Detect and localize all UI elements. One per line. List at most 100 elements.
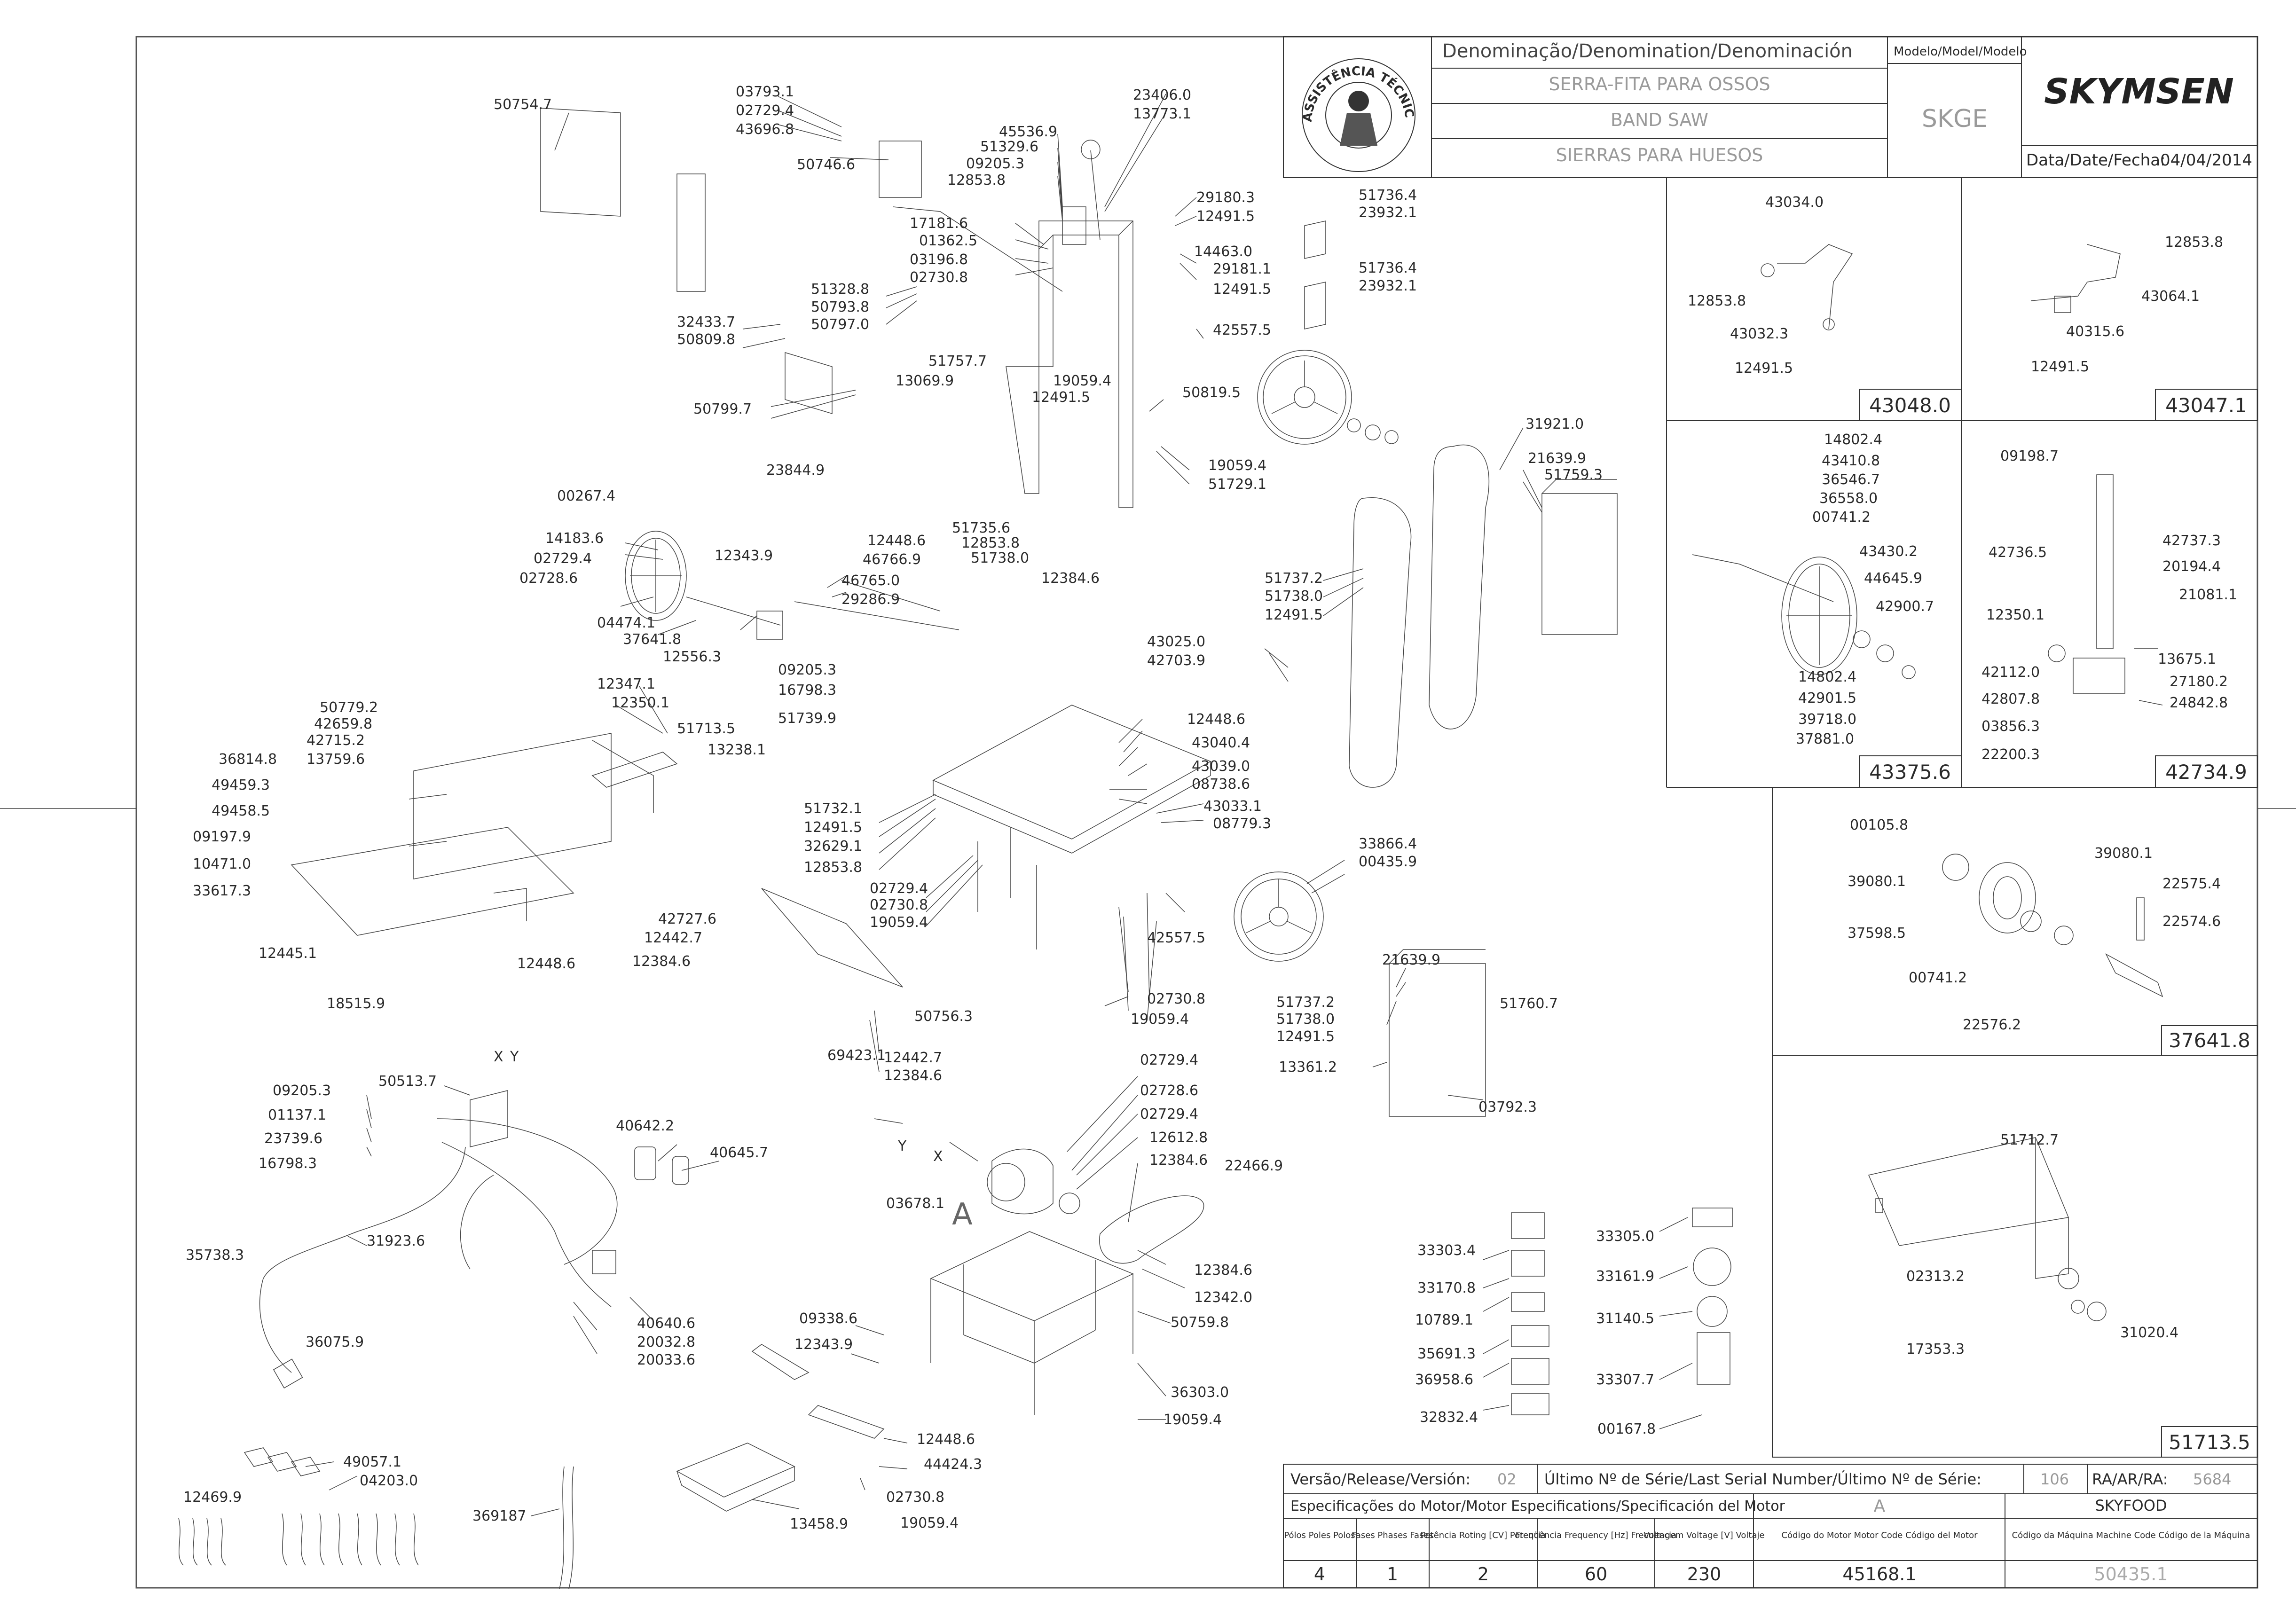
serial-label: Último Nº de Série/Last Serial Number/Úl… xyxy=(1544,1470,1981,1488)
part-number: 12350.1 xyxy=(611,695,669,711)
col-machine-code: Código da Máquina Machine Code Código de… xyxy=(2012,1530,2250,1540)
part-number: 50513.7 xyxy=(378,1073,437,1090)
part-number: 12384.6 xyxy=(632,953,691,970)
part-number: 12612.8 xyxy=(1149,1130,1208,1146)
part-number: 13675.1 xyxy=(2158,651,2216,667)
part-number: 12853.8 xyxy=(961,535,1020,551)
assembly-number: 42734.9 xyxy=(2165,761,2247,784)
part-number: 12442.7 xyxy=(644,930,702,946)
part-number: 22466.9 xyxy=(1225,1158,1283,1174)
part-number: 36303.0 xyxy=(1171,1384,1229,1401)
part-number: 02728.6 xyxy=(519,570,578,587)
power-value: 2 xyxy=(1478,1564,1489,1585)
part-number: 39080.1 xyxy=(2094,845,2153,862)
part-number: 51759.3 xyxy=(1544,467,1603,483)
part-number: 50793.8 xyxy=(811,299,869,315)
volt-value: 230 xyxy=(1687,1564,1722,1585)
part-number: 46766.9 xyxy=(863,551,921,568)
part-number: 51736.4 xyxy=(1359,260,1417,276)
part-number: 43039.0 xyxy=(1192,758,1250,775)
part-number: 12491.5 xyxy=(1032,389,1090,406)
motor-marker-letter: A xyxy=(952,1197,973,1232)
part-number: 51738.0 xyxy=(1276,1011,1335,1028)
part-number: 19059.4 xyxy=(1164,1412,1222,1428)
part-number: 19059.4 xyxy=(900,1515,959,1531)
part-number: 22200.3 xyxy=(1981,746,2040,763)
part-number: 33303.4 xyxy=(1417,1242,1476,1259)
freq-value: 60 xyxy=(1585,1564,1607,1585)
part-number: 35738.3 xyxy=(186,1247,244,1263)
part-number: 36558.0 xyxy=(1819,490,1878,507)
part-number: 12384.6 xyxy=(1194,1262,1252,1279)
part-number: 50754.7 xyxy=(494,96,552,113)
part-number: 12469.9 xyxy=(183,1489,242,1506)
part-number: 51737.2 xyxy=(1276,994,1335,1011)
sheet-border xyxy=(135,36,2258,1589)
part-number: 12442.7 xyxy=(884,1050,942,1066)
part-number: 02729.4 xyxy=(1140,1106,1198,1122)
part-number: 02730.8 xyxy=(1147,991,1205,1007)
part-number: 21081.1 xyxy=(2179,587,2237,603)
part-number: 24842.8 xyxy=(2170,695,2228,711)
wire-marker-x: X xyxy=(933,1148,943,1165)
part-number: 51712.7 xyxy=(2000,1132,2059,1148)
part-number: 45536.9 xyxy=(999,124,1057,140)
part-number: 33866.4 xyxy=(1359,836,1417,852)
part-number: 37881.0 xyxy=(1796,731,1854,747)
part-number: 21639.9 xyxy=(1528,450,1586,467)
part-number: 19059.4 xyxy=(1053,373,1111,389)
part-number: 00741.2 xyxy=(1909,970,1967,986)
poles-value: 4 xyxy=(1314,1564,1325,1585)
part-number: 23406.0 xyxy=(1133,87,1191,103)
part-number: 23844.9 xyxy=(766,462,825,479)
part-number: 51735.6 xyxy=(952,520,1010,536)
model-label: Modelo/Model/Modelo xyxy=(1894,45,2027,59)
part-number: 16798.3 xyxy=(259,1155,317,1172)
serial-value: 106 xyxy=(2040,1470,2069,1488)
part-number: 42900.7 xyxy=(1876,598,1934,615)
part-number: 51738.0 xyxy=(971,550,1029,566)
part-number: 03856.3 xyxy=(1981,718,2040,735)
part-number: 51713.5 xyxy=(677,721,735,737)
part-number: 42737.3 xyxy=(2162,533,2221,549)
name-pt: SERRA-FITA PARA OSSOS xyxy=(1549,74,1770,94)
part-number: 09205.3 xyxy=(966,156,1024,172)
part-number: 00105.8 xyxy=(1850,817,1908,833)
svg-text:ASSISTÊNCIA TÉCNICA AUTORIZADA: ASSISTÊNCIA TÉCNICA AUTORIZADA xyxy=(0,0,1416,123)
part-number: 51738.0 xyxy=(1265,588,1323,604)
part-number: 19059.4 xyxy=(870,914,928,931)
part-number: 12853.8 xyxy=(947,172,1006,188)
part-number: 12350.1 xyxy=(1986,607,2044,623)
part-number: 43034.0 xyxy=(1765,194,1824,211)
part-number: 31923.6 xyxy=(367,1233,425,1249)
part-number: 03678.1 xyxy=(886,1195,944,1212)
part-number: 42703.9 xyxy=(1147,652,1205,669)
part-number: 09198.7 xyxy=(2000,448,2059,464)
part-number: 43025.0 xyxy=(1147,634,1205,650)
part-number: 32629.1 xyxy=(804,838,862,855)
part-number: 16798.3 xyxy=(778,682,836,698)
part-number: 12491.5 xyxy=(1265,607,1323,623)
part-number: 01362.5 xyxy=(919,233,977,249)
col-poles: Pólos Poles Polos xyxy=(1284,1530,1355,1540)
stamp-text: ASSISTÊNCIA TÉCNICA AUTORIZADA xyxy=(0,0,1416,123)
part-number: 40315.6 xyxy=(2066,323,2124,340)
part-number: 00267.4 xyxy=(557,488,615,504)
part-number: 08779.3 xyxy=(1213,816,1271,832)
part-number: 49459.3 xyxy=(212,777,270,793)
part-number: 12491.5 xyxy=(1276,1028,1335,1045)
part-number: 33307.7 xyxy=(1596,1372,1654,1388)
part-number: 00167.8 xyxy=(1597,1421,1656,1437)
part-number: 39718.0 xyxy=(1798,711,1856,728)
part-number: 12448.6 xyxy=(1187,711,1245,728)
part-number: 12342.0 xyxy=(1194,1289,1252,1306)
part-number: 51757.7 xyxy=(928,353,987,369)
part-number: 13238.1 xyxy=(708,742,766,758)
part-number: 20032.8 xyxy=(637,1334,695,1350)
part-number: 12853.8 xyxy=(1688,293,1746,309)
part-number: 51736.4 xyxy=(1359,187,1417,204)
panel-marker-y: Y xyxy=(510,1049,519,1065)
part-number: 42557.5 xyxy=(1147,930,1205,946)
assembly-number: 43375.6 xyxy=(1869,761,1951,784)
part-number: 13458.9 xyxy=(790,1516,848,1532)
